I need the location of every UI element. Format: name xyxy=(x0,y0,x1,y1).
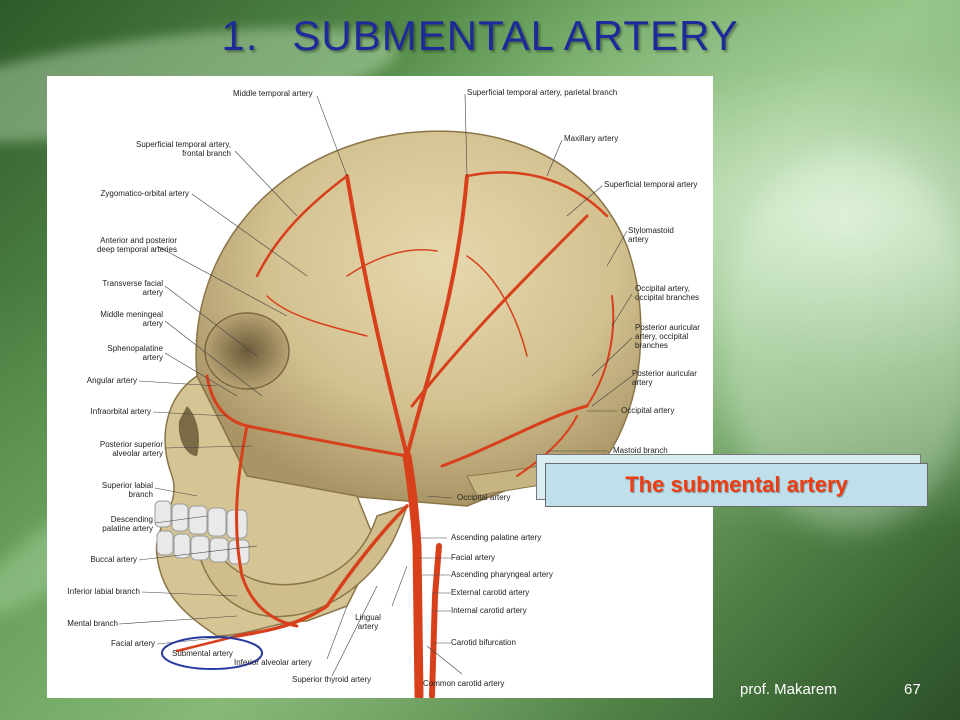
label-facial-artery-left: Facial artery xyxy=(110,639,155,648)
anatomy-figure: Middle temporal artery Superficial tempo… xyxy=(47,76,713,698)
label-stylomastoid-artery: Stylomastoid artery xyxy=(628,226,674,244)
label-superior-thyroid-artery: Superior thyroid artery xyxy=(292,675,372,684)
label-ascending-pharyngeal-artery: Ascending pharyngeal artery xyxy=(451,570,553,579)
label-line: Posterior auricular xyxy=(632,369,697,378)
title-text: SUBMENTAL ARTERY xyxy=(292,12,739,59)
label-mastoid-branch: Mastoid branch xyxy=(613,446,668,455)
footer-author: prof. Makarem xyxy=(740,681,837,698)
label-submental-artery: Submental artery xyxy=(172,649,233,658)
label-buccal-artery: Buccal artery xyxy=(90,555,137,564)
orbit xyxy=(204,312,290,390)
label-posterior-auricular-artery: Posterior auricular artery xyxy=(632,369,697,387)
label-line: artery, occipital xyxy=(635,332,689,341)
nasal-cavity xyxy=(178,406,199,456)
label-line: Occipital artery, xyxy=(635,284,690,293)
label-line: artery xyxy=(632,378,653,387)
label-superficial-temporal-frontal: Superficial temporal artery, frontal bra… xyxy=(105,140,231,158)
label-external-carotid-artery: External carotid artery xyxy=(451,588,530,597)
page-number: 67 xyxy=(904,681,921,698)
label-line: artery xyxy=(142,319,163,328)
label-facial-artery-right: Facial artery xyxy=(451,553,496,562)
label-descending-palatine-artery: Descending palatine artery xyxy=(57,515,153,533)
label-occipital-artery: Occipital artery xyxy=(621,406,675,415)
label-line: artery xyxy=(142,353,163,362)
teeth xyxy=(154,500,250,565)
label-line: Lingual xyxy=(355,613,381,622)
label-line: deep temporal arteries xyxy=(96,245,177,254)
label-superficial-temporal-artery: Superficial temporal artery xyxy=(604,180,698,189)
label-line: frontal branch xyxy=(182,149,231,158)
label-line: Superficial temporal artery, xyxy=(136,140,231,149)
label-internal-carotid-artery: Internal carotid artery xyxy=(451,606,527,615)
label-inferior-alveolar-artery: Inferior alveolar artery xyxy=(234,658,312,667)
callout-text: The submental artery xyxy=(625,472,848,497)
label-occipital-branches: Occipital artery, occipital branches xyxy=(635,284,699,302)
label-posterior-auricular-occipital: Posterior auricular artery, occipital br… xyxy=(635,323,700,350)
label-line: Posterior auricular xyxy=(635,323,700,332)
label-line: Sphenopalatine xyxy=(107,344,163,353)
cranium xyxy=(195,130,642,507)
title-number: 1. xyxy=(221,12,259,59)
label-transverse-facial-artery: Transverse facial artery xyxy=(67,279,163,297)
label-line: artery xyxy=(628,235,649,244)
label-line: Middle meningeal xyxy=(100,310,163,319)
label-inferior-labial-branch: Inferior labial branch xyxy=(67,587,140,596)
label-line: branches xyxy=(635,341,668,350)
artery-network xyxy=(175,171,615,698)
label-middle-temporal-artery: Middle temporal artery xyxy=(233,89,313,98)
label-line: palatine artery xyxy=(102,524,153,533)
label-common-carotid-artery: Common carotid artery xyxy=(423,679,505,688)
label-line: Transverse facial xyxy=(102,279,163,288)
slide-title: 1. SUBMENTAL ARTERY xyxy=(0,12,960,60)
label-line: Superior labial xyxy=(101,481,153,490)
label-line: branch xyxy=(128,490,153,499)
mandible xyxy=(196,504,409,618)
label-deep-temporal-arteries: Anterior and posterior deep temporal art… xyxy=(57,236,177,254)
label-line: alveolar artery xyxy=(112,449,163,458)
label-angular-artery: Angular artery xyxy=(86,376,137,385)
label-posterior-superior-alveolar: Posterior superior alveolar artery xyxy=(57,440,163,458)
label-infraorbital-artery: Infraorbital artery xyxy=(90,407,151,416)
label-superior-labial-branch: Superior labial branch xyxy=(57,481,153,499)
label-sphenopalatine-artery: Sphenopalatine artery xyxy=(67,344,163,362)
label-carotid-bifurcation: Carotid bifurcation xyxy=(451,638,516,647)
submental-highlight-ring xyxy=(161,636,263,670)
label-zygomatico-orbital-artery: Zygomatico-orbital artery xyxy=(100,189,189,198)
label-occipital-artery-lower: Occipital artery xyxy=(457,493,511,502)
label-line: artery xyxy=(357,622,379,631)
label-line: artery xyxy=(142,288,163,297)
label-line: Posterior superior xyxy=(99,440,163,449)
label-superficial-temporal-parietal: Superficial temporal artery, parietal br… xyxy=(467,88,618,97)
leader-lines xyxy=(118,93,633,677)
callout-box: The submental artery xyxy=(545,463,928,507)
label-line: occipital branches xyxy=(635,293,700,302)
label-ascending-palatine-artery: Ascending palatine artery xyxy=(451,533,542,542)
label-line: Anterior and posterior xyxy=(100,236,177,245)
skull-illustration xyxy=(118,93,642,698)
label-mental-branch: Mental branch xyxy=(67,619,118,628)
label-middle-meningeal-artery: Middle meningeal artery xyxy=(67,310,163,328)
label-line: Descending xyxy=(110,515,153,524)
label-line: Stylomastoid xyxy=(628,226,674,235)
label-lingual-artery: Lingual artery xyxy=(343,613,393,631)
label-maxillary-artery: Maxillary artery xyxy=(564,134,619,143)
